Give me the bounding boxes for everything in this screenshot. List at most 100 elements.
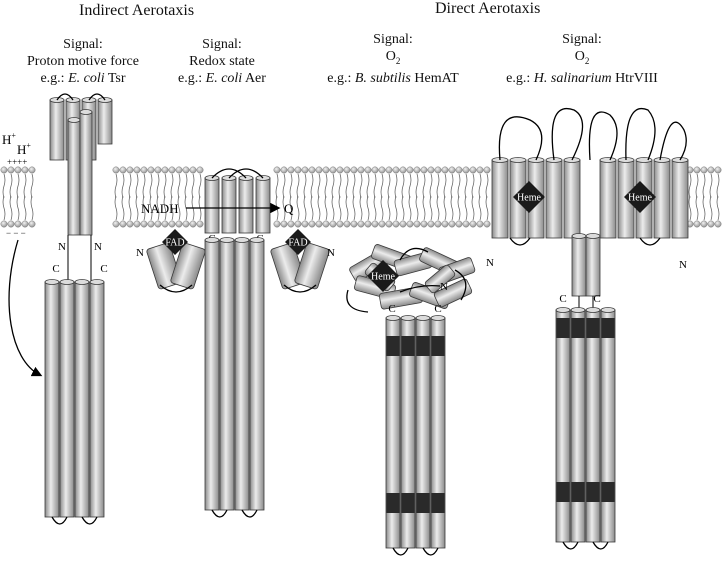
lipid-tail xyxy=(296,195,300,221)
htr-c-terminus: C xyxy=(559,293,566,305)
lipid-tail xyxy=(429,173,433,199)
lipid-head xyxy=(385,220,393,228)
lipid-head xyxy=(7,220,15,228)
lipid-tail xyxy=(2,173,6,199)
tsr-cytoplasmic-helix xyxy=(89,279,105,518)
lipid-head xyxy=(707,220,715,228)
lipid-head xyxy=(364,220,372,228)
lipid-tail xyxy=(359,195,363,221)
lipid-head xyxy=(308,220,316,228)
lipid-head xyxy=(154,166,162,174)
lipid-head xyxy=(357,220,365,228)
lipid-tail xyxy=(702,195,706,221)
lipid-tail xyxy=(373,195,377,221)
lipid-head xyxy=(21,166,29,174)
lipid-tail xyxy=(338,173,342,199)
htr-example: e.g.: H. salinarium HtrVIII xyxy=(506,70,658,86)
lipid-tail xyxy=(436,195,440,221)
lipid-tail xyxy=(366,195,370,221)
lipid-head xyxy=(154,220,162,228)
fad-cofactor-right: FAD xyxy=(285,229,311,255)
htr-cytoplasmic-helix xyxy=(555,307,571,543)
lipid-head xyxy=(161,166,169,174)
methylation-band xyxy=(571,482,585,502)
lipid-head xyxy=(469,220,477,228)
lipid-head xyxy=(119,166,127,174)
lipid-head xyxy=(112,220,120,228)
lipid-head xyxy=(406,166,414,174)
lipid-head xyxy=(280,220,288,228)
loop-segment xyxy=(659,121,687,161)
lipid-tail xyxy=(345,195,349,221)
loop-segment xyxy=(399,284,441,293)
lipid-tail xyxy=(135,195,139,221)
loop-segment xyxy=(588,111,618,161)
loop-segment xyxy=(211,168,247,179)
lipid-tail xyxy=(170,195,174,221)
lipid-head xyxy=(420,220,428,228)
lipid-tail xyxy=(156,195,160,221)
htr-linker-helix xyxy=(585,233,601,297)
loop-segment xyxy=(422,547,439,556)
lipid-tail xyxy=(485,173,489,199)
lipid-head xyxy=(427,220,435,228)
methylation-band xyxy=(601,318,615,338)
lipid-head xyxy=(455,220,463,228)
methylation-band xyxy=(601,482,615,502)
lipid-tail xyxy=(282,195,286,221)
lipid-head xyxy=(182,220,190,228)
lipid-head xyxy=(448,166,456,174)
tsr-periplasmic-helix xyxy=(97,97,113,145)
lipid-tail xyxy=(163,173,167,199)
lipid-tail xyxy=(149,173,153,199)
methylation-band xyxy=(556,482,570,502)
lipid-tail xyxy=(478,173,482,199)
aer-cytoplasmic-helix xyxy=(204,237,220,511)
loop-segment xyxy=(399,247,429,261)
lipid-tail xyxy=(114,195,118,221)
lipid-head xyxy=(441,166,449,174)
lipid-head xyxy=(378,220,386,228)
lipid-head xyxy=(385,166,393,174)
loop-segment xyxy=(454,269,467,301)
lipid-tail xyxy=(471,195,475,221)
lipid-tail xyxy=(716,173,720,199)
lipid-tail xyxy=(478,195,482,221)
lipid-tail xyxy=(702,173,706,199)
loop-segment xyxy=(88,93,106,101)
lipid-tail xyxy=(338,195,342,221)
lipid-head xyxy=(287,220,295,228)
aer-pas-domain-right xyxy=(270,242,330,293)
lipid-head xyxy=(343,166,351,174)
lipid-tail xyxy=(289,195,293,221)
lipid-head xyxy=(707,166,715,174)
lipid-head xyxy=(21,220,29,228)
tsr-transmembrane-helix xyxy=(79,109,93,236)
tsr-signal-caption: Signal: Proton motive force e.g.: E. col… xyxy=(8,36,158,87)
htr-transmembrane-helix xyxy=(653,157,671,239)
aer-pas-domain-left xyxy=(146,242,206,293)
lipid-tail xyxy=(114,173,118,199)
lipid-tail xyxy=(401,195,405,221)
lipid-tail xyxy=(394,173,398,199)
lipid-tail xyxy=(380,195,384,221)
hemat-c-terminus: C xyxy=(388,303,395,315)
lipid-head xyxy=(462,166,470,174)
lipid-tail xyxy=(443,173,447,199)
fad-cofactor-left: FAD xyxy=(162,229,188,255)
lipid-head xyxy=(399,220,407,228)
lipid-tail xyxy=(142,195,146,221)
lipid-tail xyxy=(149,195,153,221)
htr-signal-value: O2 xyxy=(574,49,590,66)
aer-transmembrane-helix xyxy=(204,175,220,234)
lipid-head xyxy=(378,166,386,174)
aer-cytoplasmic-helix xyxy=(219,237,235,511)
lipid-head xyxy=(280,166,288,174)
lipid-head xyxy=(301,220,309,228)
htr-cytoplasmic-helix xyxy=(570,307,586,543)
lipid-tail xyxy=(688,195,692,221)
lipid-tail xyxy=(2,195,6,221)
lipid-tail xyxy=(408,173,412,199)
proton-flow-arrow xyxy=(8,239,43,377)
